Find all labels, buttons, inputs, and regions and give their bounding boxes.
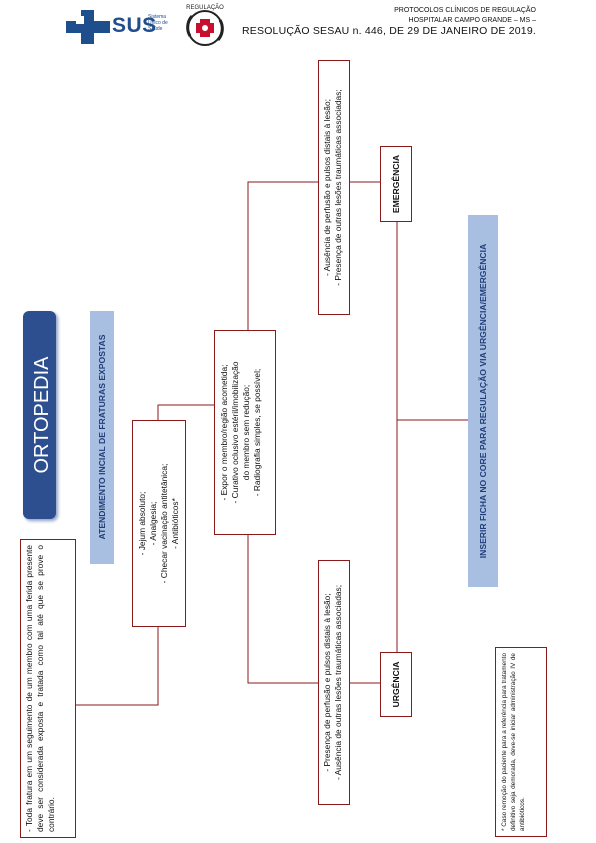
regulacao-seal: REGULAÇÃO xyxy=(180,2,230,52)
urgencia-criteria-list: - Presença de perfusão e pulsos distais … xyxy=(319,562,349,803)
footnote-text: * Caso remoção do paciente para a referê… xyxy=(501,653,526,831)
emergencia-label: EMERGÊNCIA xyxy=(391,154,401,214)
section-band xyxy=(90,311,114,564)
main-item: - Radiografia simples, se possível; xyxy=(252,368,262,497)
sus-logo: SUS Sistema Único de Saúde xyxy=(66,10,176,44)
seal-icon: REGULAÇÃO xyxy=(186,4,224,46)
sus-logo-subtitle: Sistema Único de Saúde xyxy=(148,14,168,32)
urgencia-item: - Ausência de outras lesões traumáticas … xyxy=(333,584,343,781)
sus-cross-icon xyxy=(66,10,110,44)
urgencia-label: URGÊNCIA xyxy=(391,661,401,708)
footnote-box xyxy=(495,647,547,837)
header-line-3: RESOLUÇÃO SESAU n. 446, DE 29 DE JANEIRO… xyxy=(242,25,536,37)
urgencia-criteria-box xyxy=(318,560,350,805)
emergencia-criteria-box xyxy=(318,60,350,315)
core-instruction: INSERIR FICHA NO CORE PARA REGULAÇÃO VIA… xyxy=(478,243,488,559)
seal-text: REGULAÇÃO xyxy=(186,4,224,11)
initial-care-list: - Jejum absoluto; - Analgesia; - Checar … xyxy=(134,422,184,625)
intro-text: - Toda fratura em um seguimento de um me… xyxy=(24,545,56,832)
initial-care-box xyxy=(132,420,186,627)
urgencia-item: - Presença de perfusão e pulsos distais … xyxy=(322,593,332,772)
document-header: PROTOCOLOS CLÍNICOS DE REGULAÇÃO HOSPITA… xyxy=(206,6,536,36)
emergencia-criteria-list: - Ausência de perfusão e pulsos distais … xyxy=(319,62,349,313)
main-item: - Curativo oclusivo estéril/imobilização xyxy=(230,361,240,504)
initial-item: - Checar vacinação antitetânica; xyxy=(159,463,169,584)
header-line-2: HOSPITALAR CAMPO GRANDE – MS – xyxy=(408,17,536,24)
sus-logo-text: SUS xyxy=(112,14,157,37)
main-item: - Expor o membro/região acometida; xyxy=(219,364,229,501)
title-bar xyxy=(23,311,56,519)
page-title: ORTOPEDIA xyxy=(31,356,53,474)
urgencia-label-box xyxy=(380,652,412,717)
emergencia-item: - Presença de outras lesões traumáticas … xyxy=(333,89,343,286)
emergencia-item: - Ausência de perfusão e pulsos distais … xyxy=(322,99,332,276)
intro-box xyxy=(20,539,76,838)
main-item: do membro sem redução; xyxy=(241,384,251,481)
core-band xyxy=(468,215,498,587)
initial-item: - Analgesia; xyxy=(148,501,158,546)
emergencia-label-box xyxy=(380,146,412,222)
initial-item: - Jejum absoluto; xyxy=(137,491,147,556)
main-care-box xyxy=(214,330,276,535)
header-line-1: PROTOCOLOS CLÍNICOS DE REGULAÇÃO xyxy=(394,7,536,14)
initial-item: - Antibióticos* xyxy=(170,498,180,549)
main-care-list: - Expor o membro/região acometida; - Cur… xyxy=(216,332,274,533)
section-label: ATENDIMENTO INCIAL DE FRATURAS EXPOSTAS xyxy=(97,334,107,540)
